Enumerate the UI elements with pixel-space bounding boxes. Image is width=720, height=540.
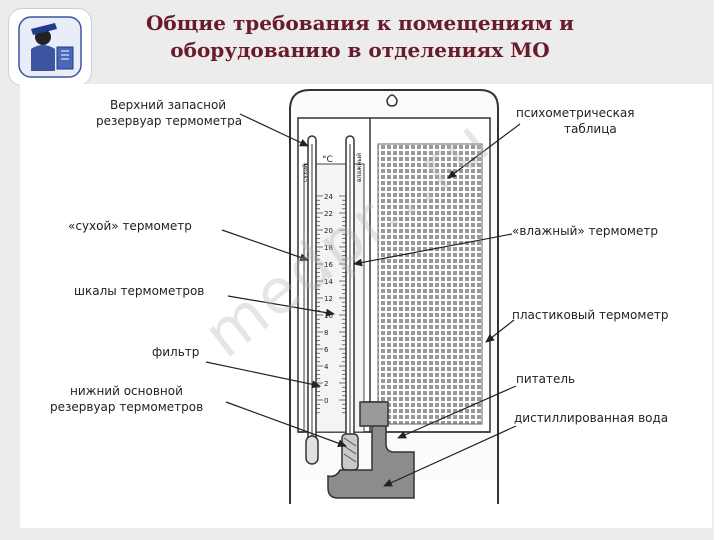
arrow-plastic-thermometer	[485, 319, 515, 343]
label-lower-reservoir-2: резервуар термометров	[50, 400, 204, 414]
unit-symbol: °C	[322, 155, 333, 165]
label-scales: шкалы термометров	[74, 284, 205, 298]
scale-tick-label: 22	[324, 210, 333, 218]
title-line-1: Общие требования к помещениям и	[145, 11, 575, 35]
scale-tick-label: 18	[324, 244, 333, 252]
label-upper-reservoir-2: резервуар термометра	[96, 114, 243, 128]
scale-tick-label: 8	[324, 329, 328, 337]
arrow-dry-thermometer	[221, 229, 309, 262]
scale-tick-label: 20	[324, 227, 333, 235]
scale-tick-label: 16	[324, 261, 333, 269]
label-distilled-water: дистиллированная вода	[514, 411, 669, 425]
label-feeder: питатель	[516, 372, 576, 386]
label-dry-thermometer: «сухой» термометр	[68, 219, 192, 233]
label-lower-reservoir-1: нижний основной	[70, 384, 183, 398]
scale-tick-label: 24	[324, 193, 333, 201]
dry-mark: сухой	[302, 164, 309, 182]
arrow-lower-reservoir	[225, 401, 347, 448]
wet-bulb-wick	[341, 433, 359, 471]
logo-icon	[8, 8, 92, 86]
arrow-filter	[205, 361, 321, 389]
label-psychro-table-2: таблица	[564, 122, 617, 136]
scale-tick-label: 4	[324, 363, 329, 371]
label-plastic-thermometer: пластиковый термометр	[512, 308, 669, 322]
dry-bulb	[305, 435, 319, 465]
arrow-scales	[227, 295, 335, 317]
hanger-hole-icon	[386, 94, 398, 107]
label-upper-reservoir-1: Верхний запасной	[110, 98, 227, 112]
title-line-2: оборудованию в отделениях МО	[170, 38, 550, 62]
label-wet-thermometer: «влажный» термометр	[512, 224, 658, 238]
scale-tick-label: 0	[324, 397, 328, 405]
water-feeder	[327, 401, 415, 499]
right-border	[714, 0, 720, 540]
wet-mark: влажный	[356, 153, 363, 182]
label-psychro-table-1: психометрическая	[516, 106, 635, 120]
slide-title: Общие требования к помещениям и оборудов…	[100, 10, 620, 64]
scale-tick-label: 12	[324, 295, 333, 303]
arrow-upper-reservoir	[239, 113, 309, 147]
label-filter: фильтр	[152, 345, 200, 359]
scale-tick-label: 2	[324, 380, 328, 388]
arrow-feeder	[397, 385, 517, 439]
arrow-psychro-table	[447, 123, 521, 179]
scale-tick-label: 6	[324, 346, 329, 354]
arrow-wet-thermometer	[353, 233, 513, 267]
scale-tick-label: 14	[324, 278, 333, 286]
arrow-distilled-water	[383, 425, 517, 487]
